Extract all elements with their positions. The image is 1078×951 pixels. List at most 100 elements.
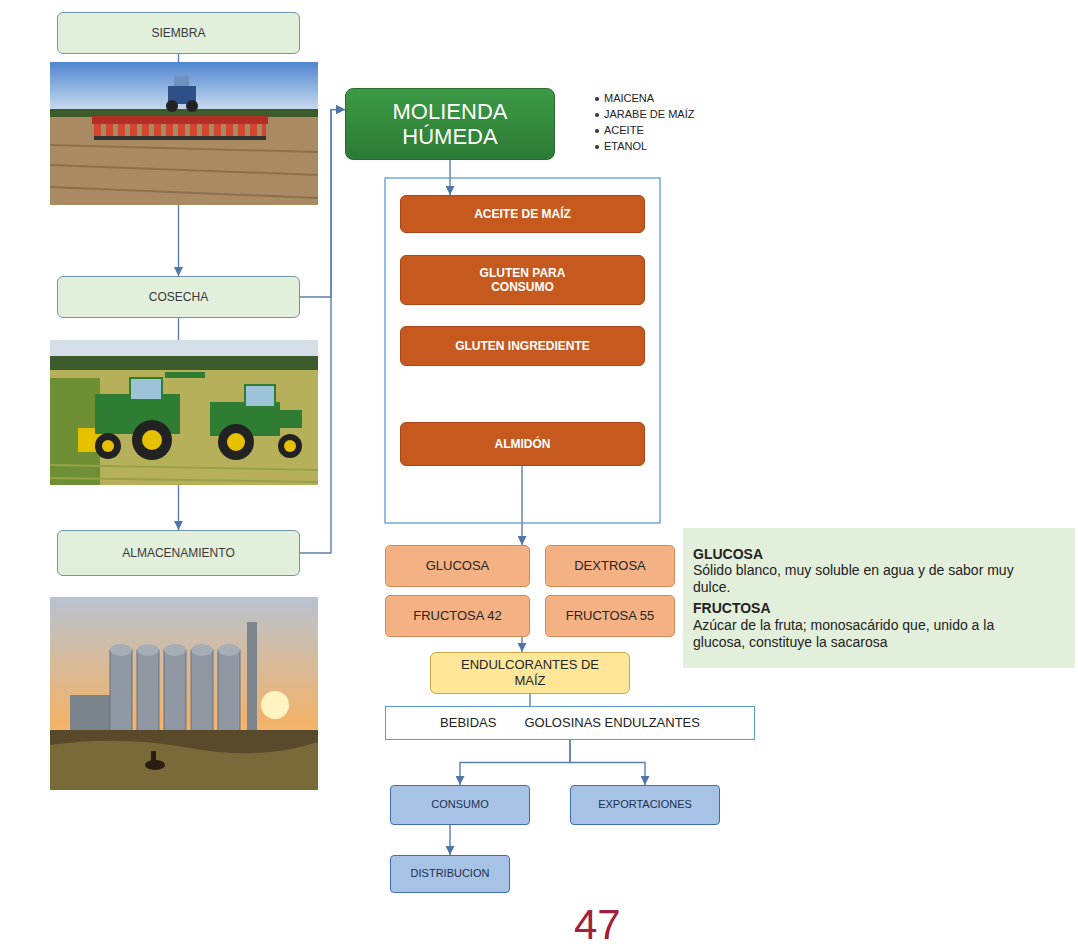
node-label: ENDULCORANTES DE MAÍZ (445, 657, 615, 688)
sugar-box: GLUCOSA (385, 545, 530, 587)
seeder-units (94, 124, 266, 136)
bullet (595, 97, 599, 101)
flow-arrow (460, 740, 570, 785)
silo-roof (164, 644, 186, 656)
silo-roof (137, 644, 159, 656)
grass (50, 741, 318, 790)
bullet-item: ETANOL (604, 140, 647, 154)
group-frame (385, 178, 660, 523)
bullet-item: MAICENA (604, 92, 654, 106)
stage-box: COSECHA (57, 276, 300, 318)
tractor-cab (174, 76, 189, 87)
field (50, 370, 318, 485)
definition-text: Azúcar de la fruta; monosacárido que, un… (693, 617, 1023, 651)
process-box: MOLIENDA HÚMEDA (345, 88, 555, 160)
definition-panel: GLUCOSASólido blanco, muy soluble en agu… (683, 528, 1075, 668)
seeder-bar (92, 116, 268, 124)
sowing-photo (50, 62, 318, 205)
uses-box: BEBIDASGOLOSINAS ENDULZANTES (385, 706, 755, 740)
tractor-cab (245, 385, 275, 407)
stage-box: ALMACENAMIENTO (57, 530, 300, 576)
product-box: GLUTEN INGREDIENTE (400, 326, 645, 366)
stubble (50, 465, 318, 482)
definition-text: Sólido blanco, muy soluble en agua y de … (693, 562, 1023, 596)
field (50, 117, 318, 205)
node-label: MOLIENDA HÚMEDA (365, 99, 535, 150)
silo-roof (218, 644, 240, 656)
spout (165, 372, 205, 378)
sweetener-box: ENDULCORANTES DE MAÍZ (430, 652, 630, 694)
rim (284, 440, 296, 452)
node-label: ACEITE DE MAÍZ (474, 207, 571, 221)
elevator-tower (247, 622, 257, 732)
rim (142, 430, 162, 450)
product-box: ACEITE DE MAÍZ (400, 195, 645, 233)
bullet-item: JARABE DE MAÍZ (604, 108, 694, 122)
definition-heading: GLUCOSA (693, 546, 1023, 563)
ground (50, 730, 318, 790)
sugar-box: FRUCTOSA 42 (385, 595, 530, 637)
wheel (278, 434, 302, 458)
silo (110, 650, 132, 732)
treeline (50, 356, 318, 372)
node-label: FRUCTOSA 55 (566, 608, 655, 624)
node-label: COSECHA (149, 290, 208, 304)
node-label: GLUTEN PARA CONSUMO (458, 266, 588, 295)
market-box: DISTRIBUCION (390, 855, 510, 893)
building (70, 695, 110, 733)
silo (164, 650, 186, 732)
node-label: GLUTEN INGREDIENTE (455, 339, 590, 353)
silo-roof (191, 644, 213, 656)
node-label: GOLOSINAS ENDULZANTES (524, 715, 700, 731)
bullet (595, 129, 599, 133)
rim (227, 433, 245, 451)
node-label: CONSUMO (431, 798, 488, 811)
sun (261, 691, 289, 719)
node-label: ALMACENAMIENTO (122, 546, 234, 560)
node-label: FRUCTOSA 42 (413, 608, 502, 624)
flow-arrow (521, 466, 522, 545)
furrows (50, 145, 318, 198)
tractor-hood (278, 410, 302, 428)
silo-roof (110, 644, 132, 656)
sky (50, 597, 318, 790)
wheel (166, 100, 178, 112)
wheel (132, 420, 172, 460)
bullet (595, 145, 599, 149)
stage-box: SIEMBRA (57, 12, 300, 54)
product-box: GLUTEN PARA CONSUMO (400, 255, 645, 305)
node-label: SIEMBRA (151, 26, 205, 40)
wheel (95, 433, 121, 459)
bullet (595, 113, 599, 117)
node-label: ALMIDÓN (495, 437, 551, 451)
storage-photo (50, 597, 318, 790)
flow-arrow (570, 740, 645, 785)
node-label: DISTRIBUCION (411, 867, 490, 880)
market-box: CONSUMO (390, 785, 530, 825)
sugar-box: DEXTROSA (545, 545, 675, 587)
silo (191, 650, 213, 732)
sugar-box: FRUCTOSA 55 (545, 595, 675, 637)
flow-arrow (529, 694, 530, 706)
sky (50, 62, 318, 117)
rider (151, 751, 156, 763)
wheel (218, 424, 254, 460)
product-box: ALMIDÓN (400, 422, 645, 466)
page-number: 47 (574, 904, 621, 946)
market-box: EXPORTACIONES (570, 785, 720, 825)
definition-heading: FRUCTOSA (693, 600, 1023, 617)
harvest-photo (50, 340, 318, 485)
flow-arrow (521, 637, 522, 652)
silo (218, 650, 240, 732)
seeder-wheels (94, 136, 266, 140)
node-label: EXPORTACIONES (598, 798, 692, 811)
rim (102, 440, 114, 452)
harvester-cab (130, 378, 162, 400)
node-label: GLUCOSA (426, 558, 490, 574)
bullet-item: ACEITE (604, 124, 644, 138)
wheel (186, 100, 198, 112)
flow-arrow (449, 825, 450, 855)
